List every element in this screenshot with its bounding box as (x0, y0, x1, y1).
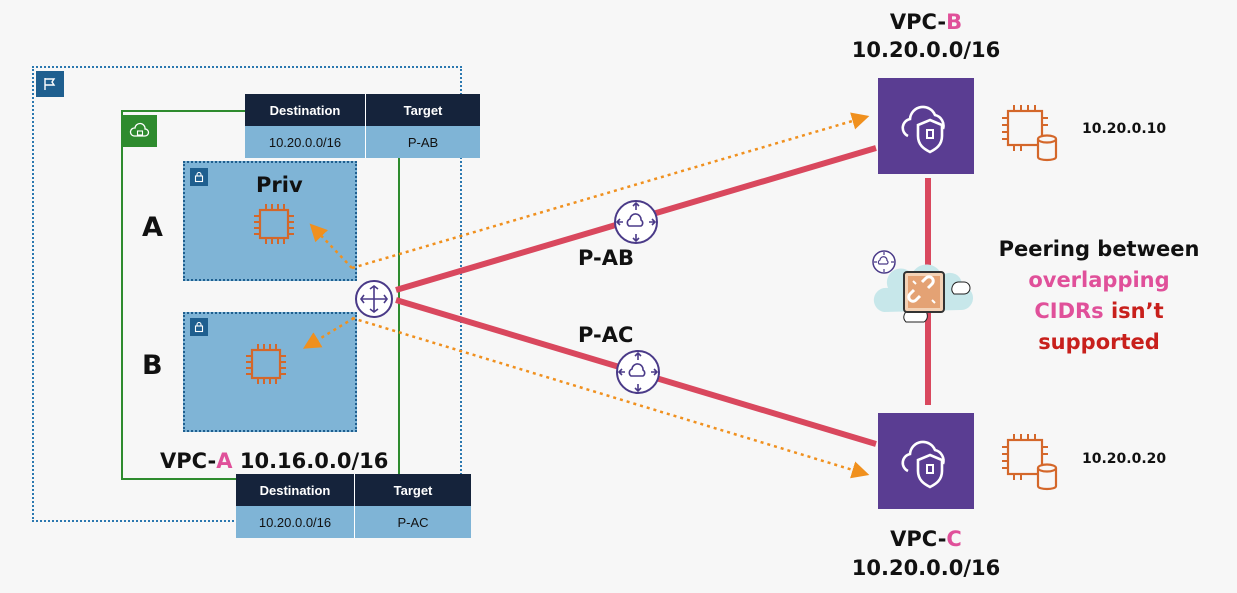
route-destination-cell: 10.20.0.0/16 (236, 506, 355, 538)
peering-ab-label: P-AB (578, 246, 634, 270)
note-line-3: CIDRs isn’t (986, 296, 1212, 327)
region-flag-icon (36, 71, 64, 97)
subnet-b (183, 312, 357, 432)
vpc-a-cidr: 10.16.0.0/16 (239, 449, 389, 473)
vpc-b-cidr: 10.20.0.0/16 (851, 38, 1001, 62)
vpc-shield-icon (901, 440, 945, 489)
subnet-lock-icon (190, 318, 208, 336)
route-table-header-target: Target (354, 474, 471, 506)
note-isnt: isn’t (1103, 299, 1164, 323)
ec2-chip-icon (246, 344, 286, 384)
route-target-cell: P-AB (365, 126, 480, 158)
vpc-a-label-prefix: VPC- (160, 449, 217, 473)
route-destination-cell: 10.20.0.0/16 (245, 126, 366, 158)
broken-link-icon (872, 250, 974, 323)
vpc-c-cidr: 10.20.0.0/16 (851, 556, 1001, 580)
vpc-b-prefix: VPC- (889, 10, 947, 34)
vpc-b-letter: B (946, 10, 963, 34)
subnet-private-a (183, 161, 357, 281)
vpc-b-title: VPC-B (878, 10, 974, 34)
note-cidrs: CIDRs (1034, 299, 1104, 323)
vpc-c-prefix: VPC- (890, 527, 947, 551)
peering-ac-label: P-AC (578, 323, 634, 347)
peering-router-icon (614, 200, 658, 244)
vpc-b-icon (878, 78, 974, 174)
route-table-header-destination: Destination (236, 474, 355, 506)
overlap-note: Peering between overlapping CIDRs isn’t … (986, 234, 1212, 358)
subnet-priv-label: Priv (256, 173, 303, 197)
ec2-db-icon (1002, 105, 1058, 162)
ec2-db-icon (1002, 434, 1058, 491)
router-icon (355, 280, 393, 318)
subnet-lock-icon (190, 168, 208, 186)
vpc-a-label: VPC-A 10.16.0.0/16 (160, 449, 388, 473)
note-line-2: overlapping (1028, 268, 1170, 292)
vpc-c-title: VPC-C (878, 527, 974, 551)
route-target-cell: P-AC (354, 506, 471, 538)
ec2-chip-icon (254, 204, 294, 244)
route-arrow-to-b (303, 316, 355, 349)
vpc-cloud-lock-icon (123, 115, 157, 147)
vpc-b-instance-ip: 10.20.0.10 (1082, 121, 1167, 137)
vpc-a-label-letter: A (216, 449, 233, 473)
note-line-1: Peering between (998, 237, 1200, 261)
route-arrow-to-vpc-c (351, 316, 870, 479)
route-table-header-destination: Destination (245, 94, 366, 126)
az-b-label: B (142, 350, 163, 381)
vpc-c-icon (878, 413, 974, 509)
vpc-shield-icon (901, 105, 945, 154)
peering-router-icon (616, 350, 660, 394)
route-arrow-to-priv (309, 223, 353, 269)
az-a-label: A (142, 212, 163, 243)
route-table-bottom: Destination Target 10.20.0.0/16 P-AC (236, 474, 471, 538)
route-arrow-to-vpc-b (351, 112, 870, 270)
note-line-4: supported (1038, 330, 1160, 354)
route-table-top: Destination Target 10.20.0.0/16 P-AB (245, 94, 480, 158)
vpc-c-instance-ip: 10.20.0.20 (1082, 451, 1167, 467)
route-table-header-target: Target (365, 94, 480, 126)
vpc-c-letter: C (946, 527, 962, 551)
